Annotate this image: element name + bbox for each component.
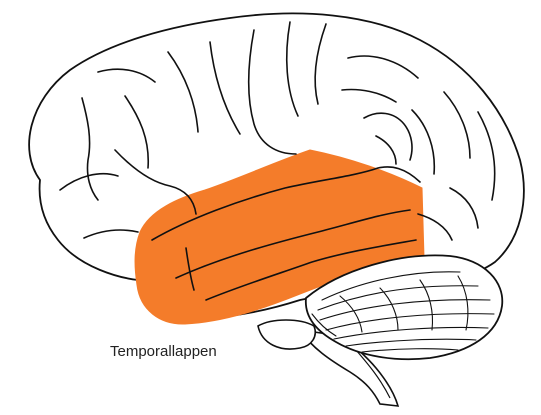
- pons: [258, 320, 315, 349]
- temporal-lobe-label: Temporallappen: [110, 343, 217, 360]
